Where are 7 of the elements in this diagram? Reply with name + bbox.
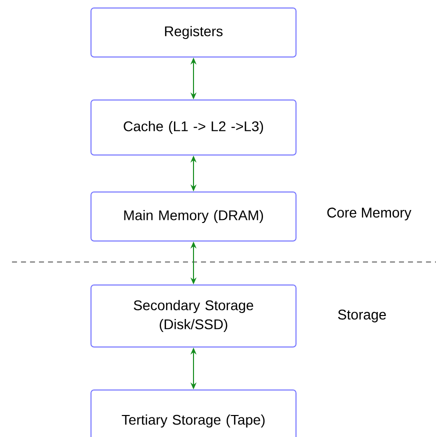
section-label: Core Memory bbox=[327, 208, 412, 220]
process-box: Cache (L1 -> L2 ->L3) bbox=[90, 100, 296, 156]
process-box: Secondary Storage (Disk/SSD) bbox=[90, 284, 296, 348]
process-box: Registers bbox=[90, 8, 296, 58]
section-label: Storage bbox=[338, 310, 386, 322]
process-box: Tertiary Storage (Tape) bbox=[90, 390, 296, 437]
process-box: Main Memory (DRAM) bbox=[90, 192, 296, 242]
